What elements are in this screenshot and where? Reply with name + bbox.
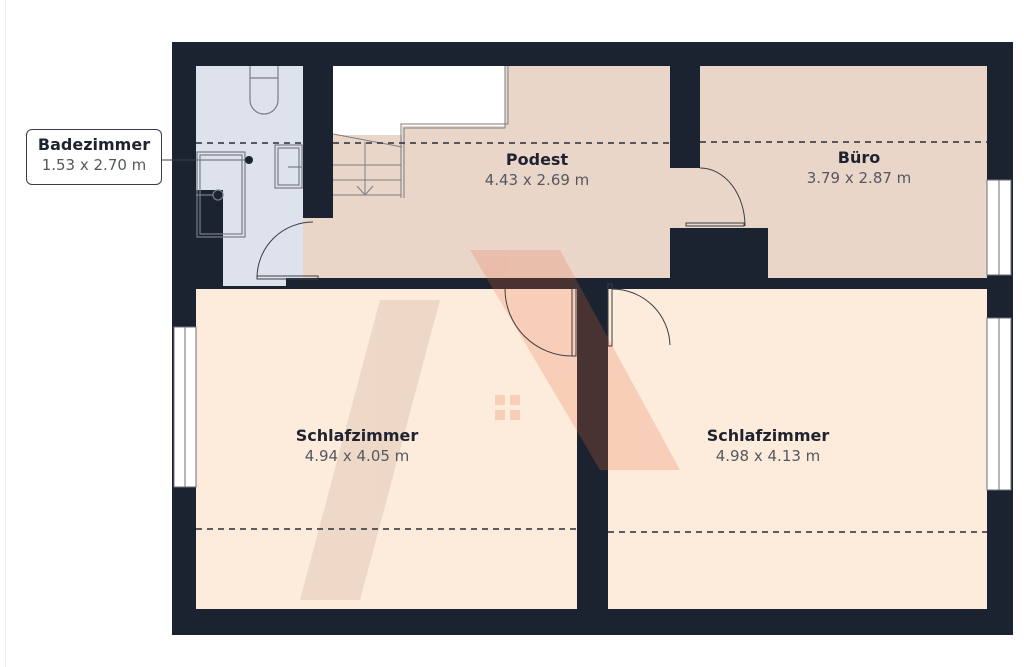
bedroom-divider-wall [577, 280, 608, 609]
room-bedroom-left-area [196, 289, 577, 609]
bedroom-right-door-swing [611, 288, 671, 346]
toilet-icon [249, 66, 279, 115]
room-name-bedroom-right: Schlafzimmer [706, 426, 830, 445]
room-dimensions-bedroom-left: 4.94 x 4.05 m [304, 447, 410, 465]
room-dimensions-landing: 4.43 x 2.69 m [484, 171, 590, 189]
room-label-bedroom-right: Schlafzimmer 4.98 x 4.13 m [707, 426, 830, 466]
page-edge-line [5, 0, 6, 667]
room-bedroom-right-area [608, 289, 987, 609]
room-name-bathroom: Badezimmer [37, 135, 151, 154]
room-label-office: Büro 3.79 x 2.87 m [807, 148, 912, 188]
office-wall-pier [670, 228, 768, 278]
watermark-logo [300, 250, 680, 600]
room-name-office: Büro [837, 148, 881, 167]
stairs [332, 66, 509, 198]
room-dimensions-bedroom-right: 4.98 x 4.13 m [715, 447, 821, 465]
bedroom-left-door-swing [504, 288, 573, 357]
roof-slope-lines [196, 141, 987, 533]
drain-icon [245, 156, 253, 164]
room-name-landing: Podest [505, 150, 569, 169]
stairwell-void [333, 66, 505, 135]
bathroom-door-swing [256, 221, 314, 279]
windows [173, 179, 1012, 491]
bathroom-fixtures [196, 66, 303, 238]
room-dimensions-bathroom: 1.53 x 2.70 m [41, 156, 147, 174]
landing-bedroom-wall [286, 278, 504, 289]
room-dimensions-office: 3.79 x 2.87 m [806, 169, 912, 187]
room-label-landing: Podest 4.43 x 2.69 m [485, 150, 590, 190]
landing-office-wall [670, 66, 700, 166]
office-door-swing [699, 167, 746, 227]
room-name-bedroom-left: Schlafzimmer [295, 426, 419, 445]
bathroom-callout: Badezimmer 1.53 x 2.70 m [26, 129, 162, 185]
room-label-bedroom-left: Schlafzimmer 4.94 x 4.05 m [296, 426, 419, 466]
doors [256, 167, 746, 357]
